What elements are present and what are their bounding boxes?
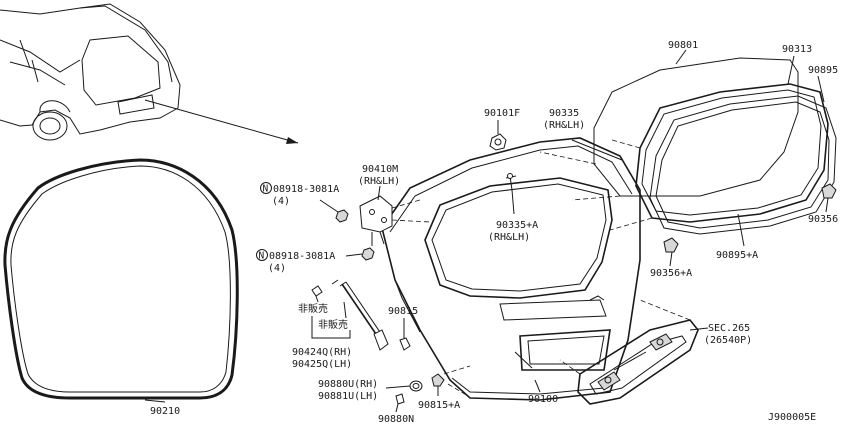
leader-90100 (514, 351, 533, 369)
label-90335A: 90335+A (496, 220, 538, 231)
nut-symbol-lower (256, 249, 268, 261)
label-90815: 90815 (388, 306, 418, 317)
label-90101F: 90101F (484, 108, 520, 119)
label-90410M-side: (RH&LH) (358, 176, 400, 187)
leader-90335 (571, 139, 623, 161)
label-bolt-lower-qty: (4) (268, 263, 286, 274)
screw-90880N (395, 393, 405, 405)
gas-stay (311, 279, 389, 351)
back-door-90100 (381, 137, 641, 401)
clip-90335A (505, 173, 517, 191)
pointer-arrow (144, 99, 299, 144)
diagram-code: J900005E (768, 412, 816, 423)
finisher-sec265 (577, 319, 699, 405)
label-90335A-side: (RH&LH) (488, 232, 530, 243)
label-90424Q: 90424Q(RH) (292, 347, 352, 358)
fastener-90101F (489, 133, 507, 151)
bumper-90815A (431, 373, 445, 387)
label-90313: 90313 (782, 44, 812, 55)
label-bolt-upper: 08918-3081A (273, 184, 339, 195)
nut-symbol-upper-letter: N (263, 184, 269, 195)
label-90881U: 90881U(LH) (318, 391, 378, 402)
leader-90210 (144, 399, 166, 403)
bumper-90880U (409, 380, 423, 392)
leader-90801 (675, 49, 687, 65)
label-not-for-sale-2: 非販売 (318, 318, 348, 331)
label-90356: 90356 (808, 214, 838, 225)
arrow-head (286, 137, 298, 144)
label-90880N: 90880N (378, 414, 414, 425)
label-90801: 90801 (668, 40, 698, 51)
label-90880U: 90880U(RH) (318, 379, 378, 390)
leader-90313 (787, 55, 795, 85)
molding-90895 (649, 95, 837, 235)
nut-symbol-upper (260, 182, 272, 194)
back-glass-90801 (593, 57, 799, 197)
clip-90356 (821, 183, 837, 199)
label-90425Q: 90425Q(LH) (292, 359, 352, 370)
nut-lower (361, 247, 375, 261)
vehicle-illustration (0, 3, 181, 141)
label-90895: 90895 (808, 65, 838, 76)
label-90815A: 90815+A (418, 400, 460, 411)
weatherstrip-90210 (3, 158, 239, 400)
label-bolt-lower: 08918-3081A (269, 251, 335, 262)
clip-90356A (663, 237, 679, 253)
label-sec265-sub: (26540P) (704, 335, 752, 346)
label-90335: 90335 (549, 108, 579, 119)
label-bolt-upper-qty: (4) (272, 196, 290, 207)
label-90335-side: (RH&LH) (543, 120, 585, 131)
bumper-90815 (399, 337, 411, 351)
nut-symbol-lower-letter: N (259, 251, 265, 262)
label-not-for-sale-1: 非販売 (298, 302, 328, 315)
nut-upper (335, 209, 349, 223)
label-90410M: 90410M (362, 164, 398, 175)
label-90210: 90210 (150, 406, 180, 417)
leader-90895 (817, 75, 825, 103)
label-90895A: 90895+A (716, 250, 758, 261)
hinge-90410M (359, 195, 393, 246)
label-90356A: 90356+A (650, 268, 692, 279)
label-90100: 90100 (528, 394, 558, 405)
label-sec265: SEC.265 (708, 323, 750, 334)
